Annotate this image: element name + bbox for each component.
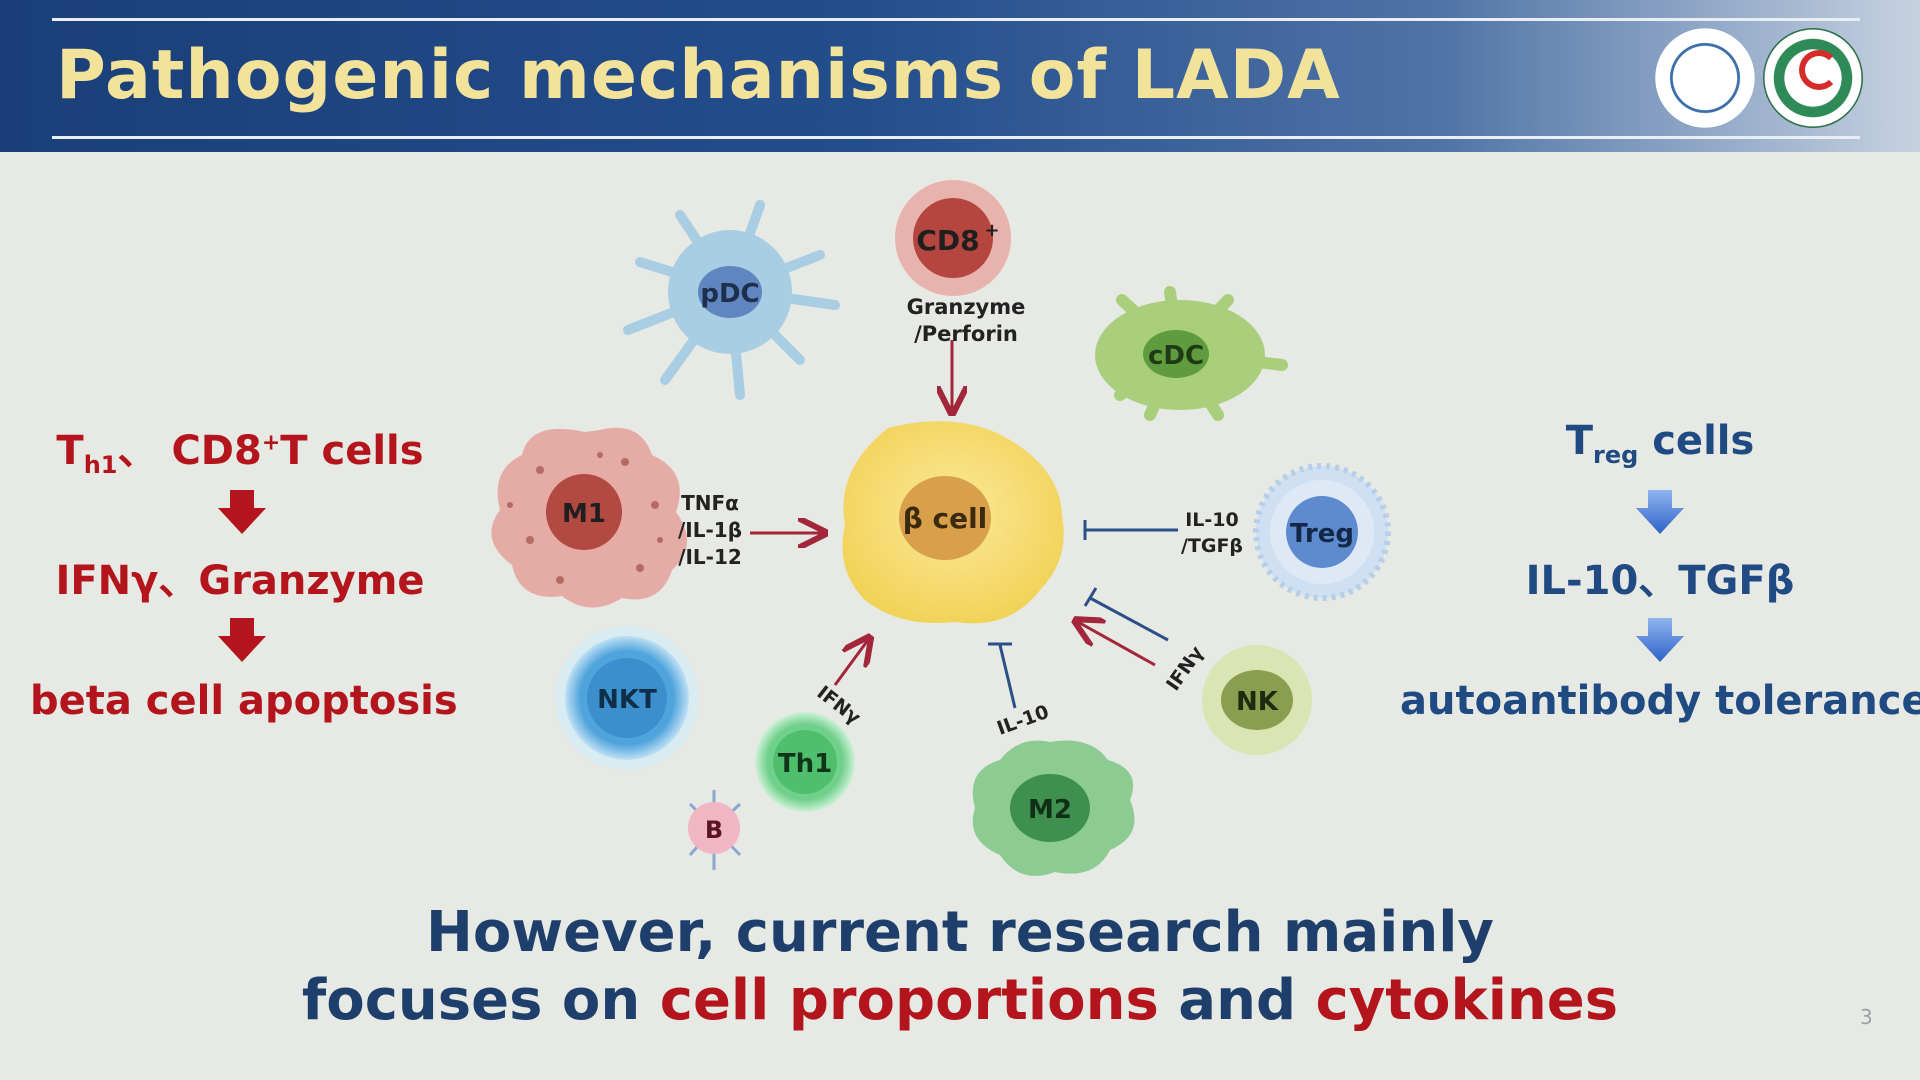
th1-label: Th1 — [778, 749, 832, 779]
nkt-cell: NKT — [555, 626, 699, 770]
cdc-label: cDC — [1148, 341, 1204, 371]
m1-cell: M1 — [491, 427, 688, 608]
m1-label: M1 — [562, 499, 606, 529]
cdc-cell: cDC — [1095, 286, 1288, 421]
tgfb-label: /TGFβ — [1181, 535, 1243, 557]
bottom-line-2: focuses on cell proportions and cytokine… — [0, 968, 1920, 1033]
bottom-highlight-cytokines: cytokines — [1315, 968, 1619, 1033]
right-line-il10-tgfb: IL-10、TGFβ — [1525, 558, 1795, 604]
left-line-th1-cd8: Th1、 CD8+T cells — [30, 418, 450, 479]
perforin-label: /Perforin — [914, 322, 1018, 346]
header-bottom-rule — [52, 136, 1860, 139]
nkt-label: NKT — [597, 685, 657, 715]
pdc-label: pDC — [700, 279, 759, 309]
down-arrow-icon — [218, 618, 266, 662]
granzyme-label: Granzyme — [907, 295, 1026, 319]
il10-treg-label: IL-10 — [1185, 509, 1239, 531]
treg-inhibition-line — [1083, 520, 1178, 540]
treg-cell: Treg — [1253, 463, 1391, 601]
hospital-logo — [1763, 28, 1863, 128]
treg-subscript: reg — [1593, 441, 1639, 469]
nk-inhibition-line — [1083, 587, 1169, 642]
left-pathway-panel: Th1、 CD8+T cells IFNγ、Granzyme beta cell… — [30, 410, 458, 730]
cd8-cell: CD8 + — [895, 180, 1011, 296]
down-arrow-icon — [1636, 490, 1684, 534]
nk-activation-arrow — [1078, 622, 1156, 667]
beta-cell: β cell — [842, 421, 1064, 624]
bottom-text-a: focuses on — [301, 968, 660, 1033]
t-letter: T — [1565, 418, 1593, 464]
nk-label: NK — [1236, 687, 1279, 717]
cells-text: cells — [1638, 418, 1755, 464]
page-number: 3 — [1860, 1005, 1873, 1029]
b-cell: B — [688, 790, 742, 870]
bottom-highlight-cell-proportions: cell proportions — [659, 968, 1159, 1033]
cd8-superscript: + — [261, 430, 281, 456]
m2-cell: M2 — [972, 740, 1135, 876]
right-pathway-panel: Treg cells IL-10、TGFβ autoantibody toler… — [1400, 410, 1920, 730]
title-bar: Pathogenic mechanisms of LADA — [0, 0, 1920, 152]
tnfa-label: TNFα — [681, 491, 739, 515]
down-arrow-icon — [218, 490, 266, 534]
right-line-treg: Treg cells — [1400, 418, 1920, 469]
th1-activation-arrow — [833, 640, 868, 686]
m2-inhibition-line — [988, 642, 1017, 709]
treg-label: Treg — [1290, 519, 1354, 549]
bottom-text-and: and — [1158, 968, 1316, 1033]
b-label: B — [705, 816, 723, 844]
cd8-text: 、 CD8 — [117, 428, 262, 474]
m2-label: M2 — [1028, 795, 1072, 825]
left-line-apoptosis: beta cell apoptosis — [30, 678, 458, 724]
cd8-label: CD8 — [916, 224, 979, 257]
bottom-line-1: However, current research mainly — [426, 900, 1494, 965]
il1b-label: /IL-1β — [678, 518, 742, 542]
cd8-plus: + — [984, 220, 999, 241]
university-seal-logo — [1655, 28, 1755, 128]
beta-cell-label: β cell — [903, 502, 988, 535]
pdc-cell: pDC — [623, 200, 840, 400]
th1-subscript: h1 — [83, 451, 118, 479]
il12-label: /IL-12 — [678, 545, 742, 569]
header-top-rule — [52, 18, 1860, 21]
left-line-ifny-granzyme: IFNγ、Granzyme — [55, 558, 425, 604]
nk-cell: NK — [1202, 645, 1312, 755]
right-line-tolerance: autoantibody tolerance — [1400, 678, 1920, 724]
t-cells-text: T cells — [280, 428, 424, 474]
th1-cell: Th1 — [755, 712, 855, 812]
down-arrow-icon — [1636, 618, 1684, 662]
ifny-nk-label: IFNγ — [1162, 642, 1208, 695]
t-letter: T — [56, 428, 84, 474]
slide-title: Pathogenic mechanisms of LADA — [56, 36, 1341, 115]
il10-m2-label: IL-10 — [994, 701, 1052, 740]
